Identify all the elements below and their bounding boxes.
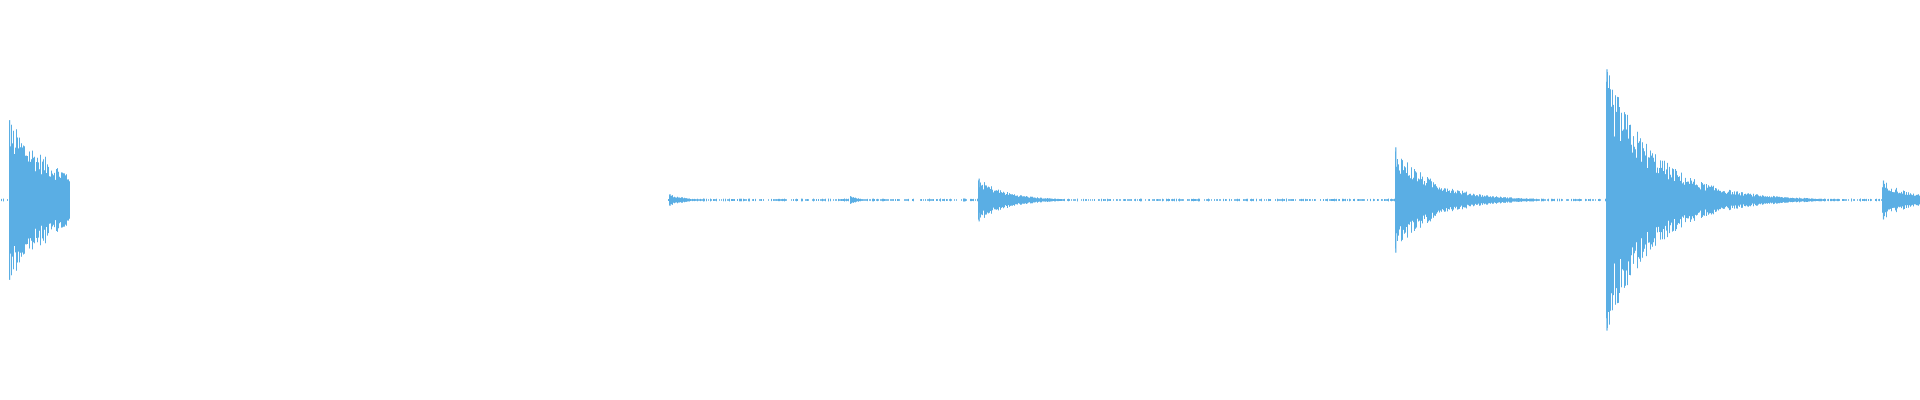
waveform-trace [1,72,1920,328]
waveform-samples [1,72,1920,328]
